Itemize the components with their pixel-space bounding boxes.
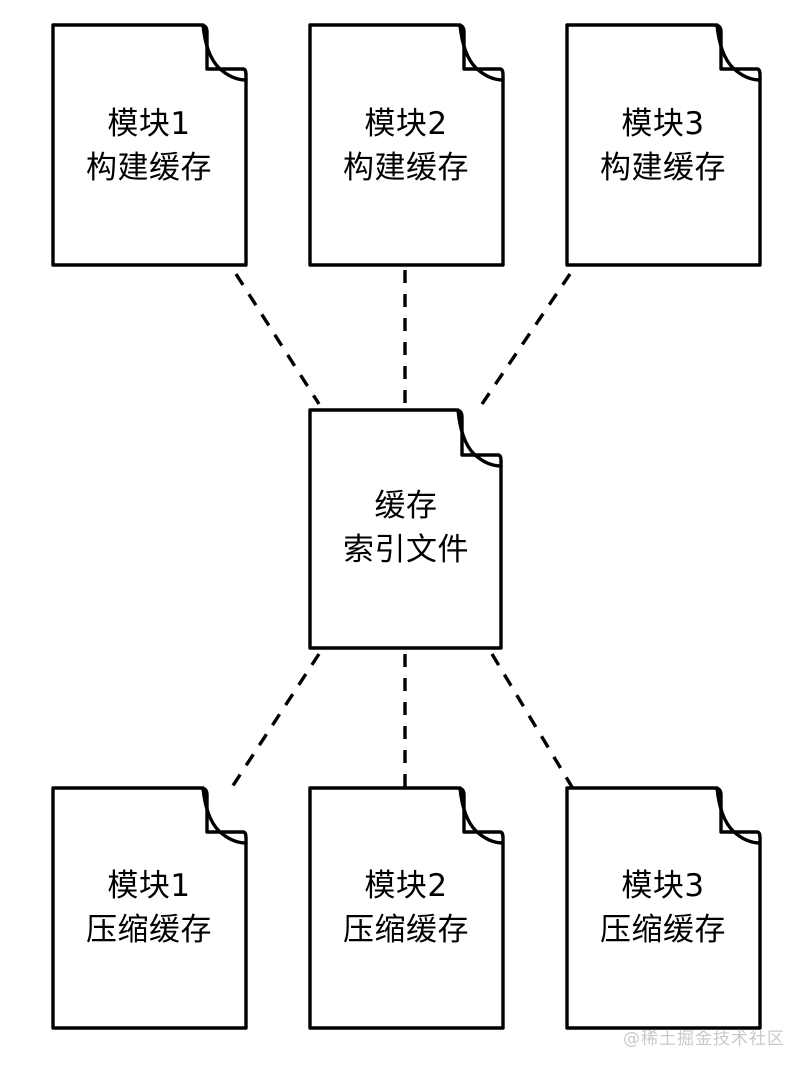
- document-body: [565, 23, 762, 267]
- document-fold-curve: [201, 786, 248, 845]
- document-body: [565, 786, 762, 1030]
- edge-cache-index-to-mod3-comp: [490, 653, 574, 788]
- document-fold-curve: [715, 786, 762, 845]
- document-fold-curve: [458, 23, 505, 82]
- node-mod3-build[interactable]: [565, 23, 762, 267]
- document-body: [308, 786, 505, 1030]
- edge-cache-index-to-mod1-comp: [230, 653, 321, 788]
- document-body: [51, 786, 248, 1030]
- document-fold-curve: [715, 23, 762, 82]
- node-mod2-build[interactable]: [308, 23, 505, 267]
- node-mod1-build[interactable]: [51, 23, 248, 267]
- document-body: [308, 23, 505, 267]
- edge-mod1-build-to-cache-index: [234, 273, 321, 405]
- watermark-text: @稀土掘金技术社区: [623, 1029, 785, 1049]
- document-fold-curve: [201, 23, 248, 82]
- document-body: [51, 23, 248, 267]
- document-fold-curve: [456, 408, 503, 468]
- document-body: [308, 408, 503, 650]
- node-cache-index[interactable]: [308, 408, 503, 650]
- edge-mod3-build-to-cache-index: [478, 273, 572, 408]
- node-mod3-comp[interactable]: [565, 786, 762, 1030]
- node-mod2-comp[interactable]: [308, 786, 505, 1030]
- document-fold-curve: [458, 786, 505, 845]
- node-mod1-comp[interactable]: [51, 786, 248, 1030]
- connector-group: [230, 270, 574, 788]
